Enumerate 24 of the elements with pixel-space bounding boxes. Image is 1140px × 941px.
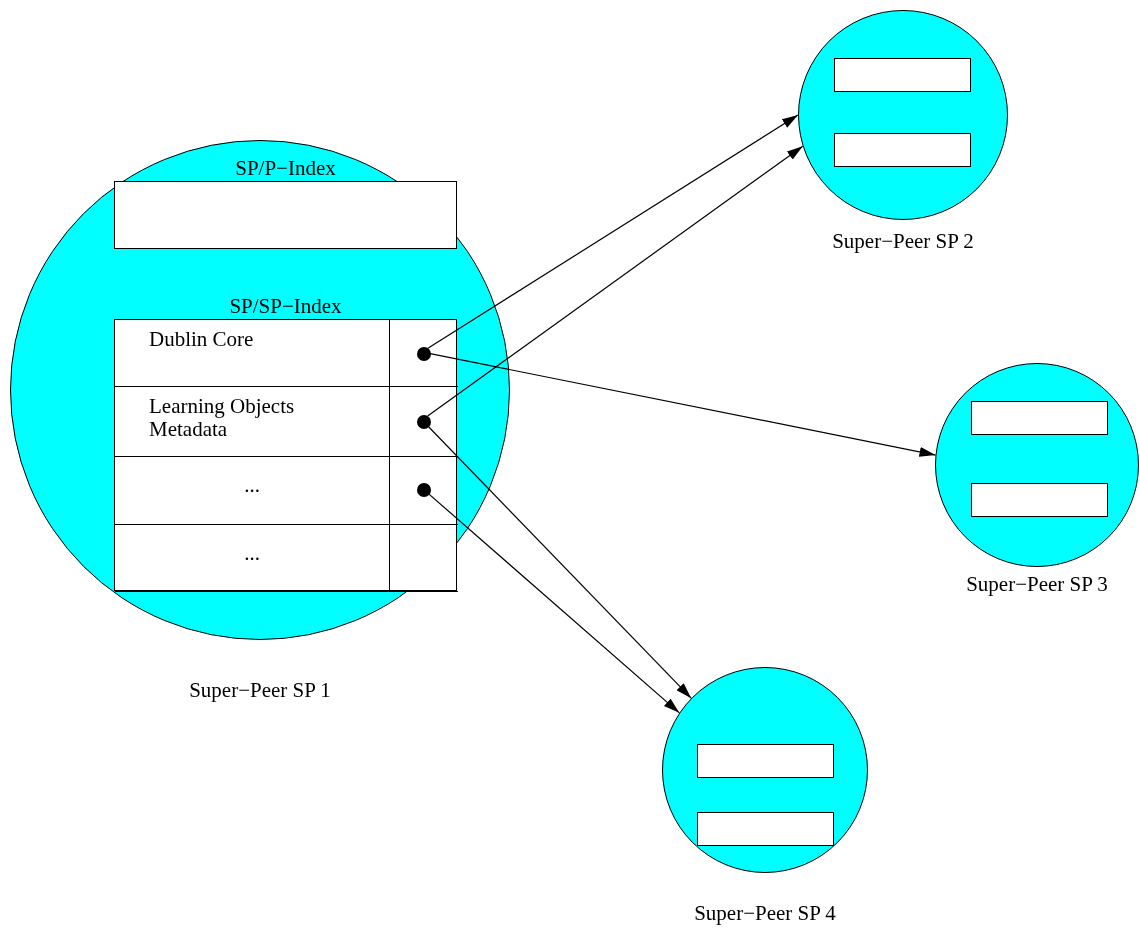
index-box xyxy=(834,133,971,167)
row-label: ... xyxy=(244,543,260,564)
index-box xyxy=(971,401,1108,435)
peer-name: Super−Peer SP 1 xyxy=(189,680,331,701)
arrow xyxy=(428,352,937,457)
index-title: SP/P−Index xyxy=(235,158,336,179)
index-title: SP/SP−Index xyxy=(229,296,342,317)
arrow xyxy=(427,145,804,417)
index-box xyxy=(834,58,971,92)
row-label: Dublin Core xyxy=(149,328,255,352)
arrow xyxy=(426,492,680,714)
connection-dot xyxy=(417,415,431,429)
index-box xyxy=(697,744,834,778)
peer-name: Super−Peer SP 2 xyxy=(832,231,974,252)
arrow xyxy=(427,114,799,349)
index-box xyxy=(971,483,1108,517)
index-box xyxy=(697,812,834,846)
row-label: Learning Objects Metadata xyxy=(149,395,296,442)
row-label: ... xyxy=(244,475,260,496)
peer-name: Super−Peer SP 3 xyxy=(966,574,1108,595)
arrow xyxy=(426,424,692,699)
connection-dot xyxy=(417,347,431,361)
peer-name: Super−Peer SP 4 xyxy=(694,903,836,924)
connection-dot xyxy=(417,483,431,497)
